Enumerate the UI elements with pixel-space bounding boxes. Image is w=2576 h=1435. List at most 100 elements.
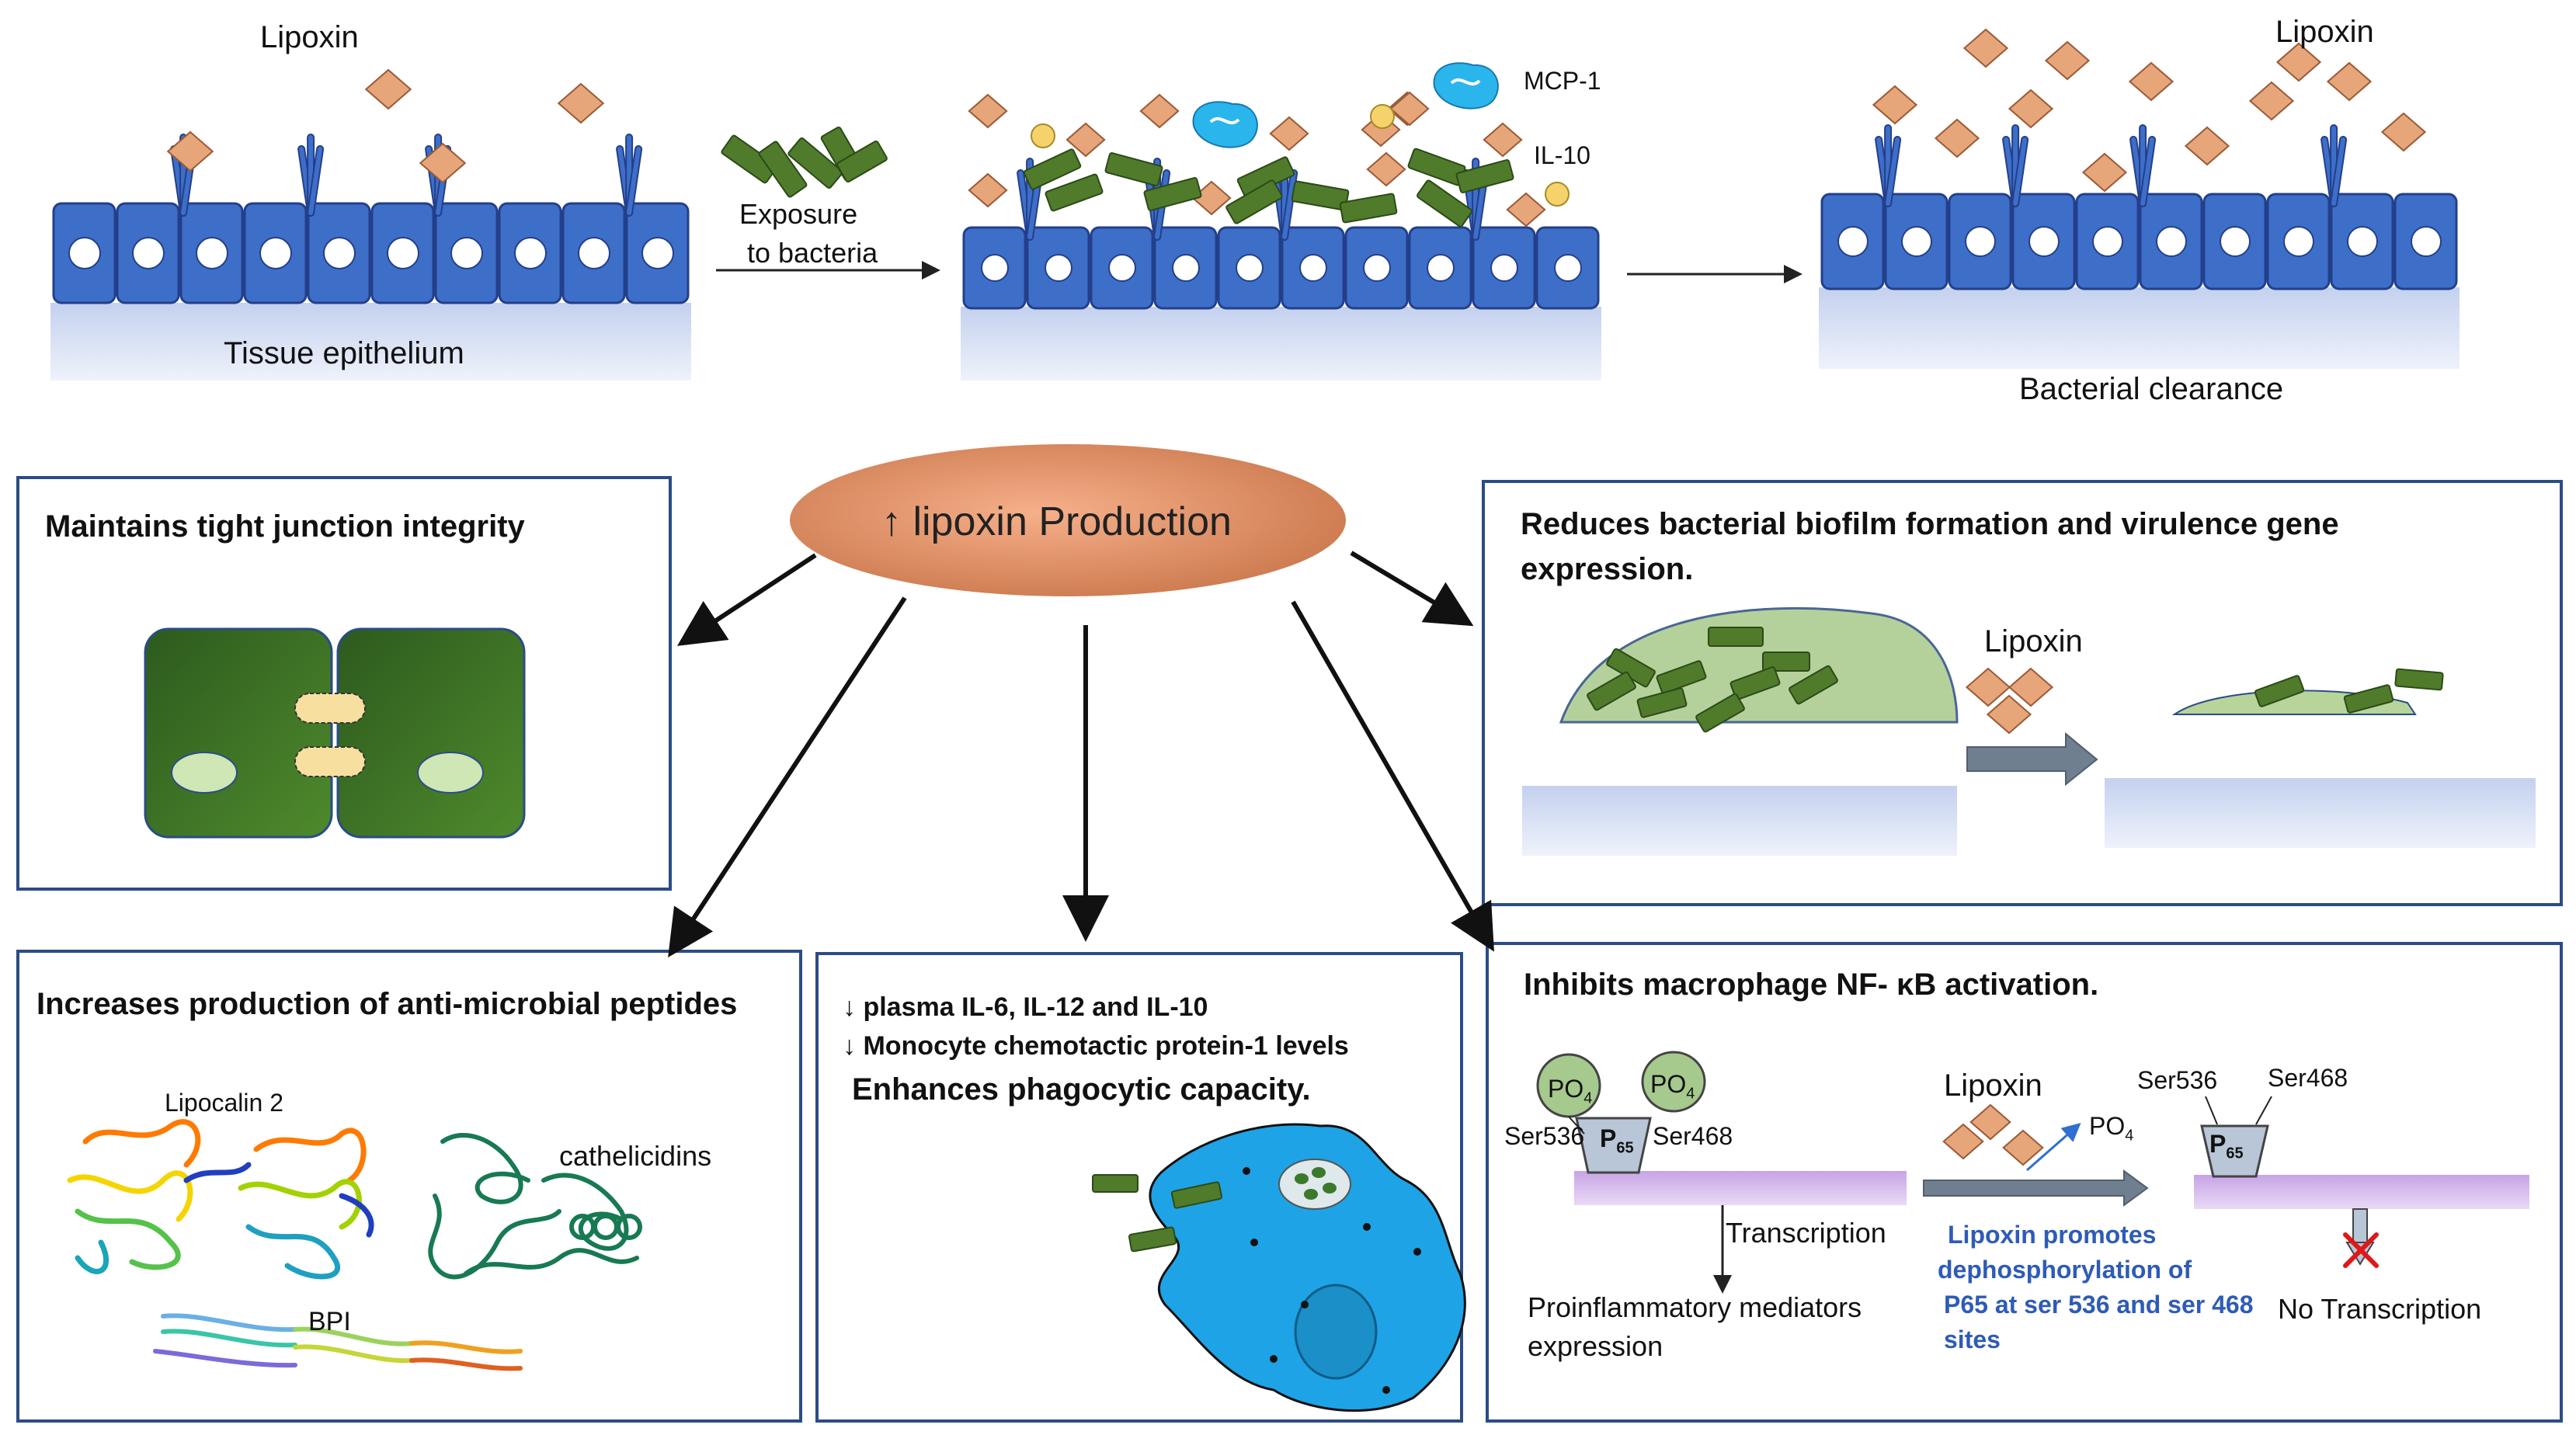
label-p65-left: P65 <box>1600 1124 1634 1157</box>
ser536-pointer-right <box>2205 1096 2218 1125</box>
phago-line-1: ↓ plasma IL-6, IL-12 and IL-10 <box>843 992 1208 1022</box>
mcp1-molecule <box>1433 62 1499 109</box>
ser468-pointer-right <box>2255 1096 2272 1125</box>
il10-molecule <box>1545 182 1570 207</box>
bacterium <box>1636 687 1688 718</box>
bacterium <box>1587 671 1636 711</box>
label-lipoxin-left: Lipoxin <box>260 20 359 54</box>
lipoxin-molecule <box>2002 1129 2044 1166</box>
label-ser468-left: Ser468 <box>1653 1122 1733 1150</box>
epithelial-cell <box>2393 193 2458 290</box>
cilia <box>1875 124 1902 207</box>
lipoxin-molecule <box>1389 91 1430 127</box>
lipoxin-molecule <box>1366 151 1406 187</box>
macrophage-cell <box>1149 1123 1466 1412</box>
biofilm-tissue-before <box>1522 786 1957 856</box>
epithelial-cell <box>2266 193 2331 290</box>
bacterium <box>1339 193 1398 224</box>
cilia <box>2320 124 2348 207</box>
caption-lipoxin-1: Lipoxin promotes <box>1948 1221 2157 1249</box>
arrow-to-antimicrobial <box>668 596 907 958</box>
label-bacterial-clearance: Bacterial clearance <box>2019 372 2284 406</box>
blocked-transcription-bar <box>2352 1208 2368 1245</box>
bacterium <box>1023 148 1082 190</box>
cilia <box>616 134 643 217</box>
epithelial-cell <box>1153 226 1218 310</box>
bacterium <box>1225 179 1283 224</box>
mcp1-molecule <box>1192 101 1258 148</box>
label-cathelicidins: cathelicidins <box>559 1140 712 1172</box>
bacterium <box>787 137 843 189</box>
epithelial-cell <box>561 202 626 304</box>
label-tissue-epithelium: Tissue epithelium <box>224 336 464 370</box>
epithelial-cell <box>52 202 116 304</box>
epithelium-cells-1 <box>52 134 690 304</box>
bacterium <box>1143 177 1202 211</box>
bacterium <box>2394 668 2444 691</box>
arrow-to-nfkb <box>1291 600 1494 952</box>
lipoxin-molecule <box>1934 118 1980 158</box>
mcp1-strand <box>1450 78 1481 86</box>
caption-lipoxin-3: P65 at ser 536 and ser 468 <box>1944 1291 2254 1319</box>
cilia <box>297 134 325 217</box>
epithelial-cell <box>370 202 435 304</box>
free-bacteria <box>1092 1174 1223 1253</box>
po4-release-arrow <box>2026 1123 2081 1172</box>
label-proinflammatory-1: Proinflammatory mediators <box>1528 1291 1862 1323</box>
nfkb-transition-arrow <box>1923 1169 2149 1207</box>
tissue-strip-2 <box>961 307 1601 380</box>
epithelial-cell <box>625 202 690 304</box>
arrow-to-biofilm <box>1350 551 1474 627</box>
label-proinflammatory-2: expression <box>1528 1330 1663 1362</box>
lipoxin-molecule <box>1962 28 2009 68</box>
biofilm-transition-arrow <box>1966 731 2098 787</box>
il10-molecule <box>1031 123 1055 148</box>
macrophage-granules <box>1243 1167 1421 1394</box>
bacterium <box>1656 660 1707 694</box>
title-nfkb: Inhibits macrophage NF- κB activation. <box>1524 968 2099 1002</box>
label-transcription: Transcription <box>1726 1217 1886 1249</box>
p65-right-shape <box>2200 1124 2269 1178</box>
cilia <box>2002 124 2029 207</box>
epithelial-cell <box>116 202 180 304</box>
label-lipoxin-right: Lipoxin <box>2275 15 2374 49</box>
lipoxin-molecule <box>1986 694 2032 735</box>
lipoxin-molecule <box>1139 93 1180 129</box>
cathelicidin-structure <box>428 1132 642 1280</box>
lipoxin-molecule <box>1969 1103 2011 1141</box>
epithelial-cell <box>1535 226 1600 310</box>
bacterium <box>721 134 778 184</box>
bacterium <box>1762 651 1810 672</box>
label-il10: IL-10 <box>1534 141 1590 169</box>
epithelial-cell <box>179 202 244 304</box>
lipoxin-molecule <box>1269 116 1309 151</box>
lipoxin-molecule <box>419 142 467 184</box>
label-ser536-left: Ser536 <box>1504 1122 1585 1150</box>
bacterium <box>1291 180 1350 211</box>
bacterium <box>1730 666 1781 700</box>
epithelial-cell <box>2075 193 2140 290</box>
epithelial-cell <box>1820 193 1885 290</box>
lipoxin-molecule <box>968 172 1008 208</box>
nucleus-left <box>171 752 238 794</box>
epithelial-cell <box>2011 193 2076 290</box>
phagosome-bacteria <box>1295 1167 1337 1200</box>
phagosome <box>1278 1159 1351 1210</box>
bacterium <box>1695 693 1745 733</box>
bacterium <box>758 141 808 198</box>
nucleus-right <box>417 752 484 794</box>
epithelial-cell <box>962 226 1027 310</box>
bacterium <box>1455 159 1514 193</box>
epithelial-cell <box>1090 226 1154 310</box>
epithelial-cell <box>243 202 308 304</box>
lipoxin-production-ellipse <box>790 444 1346 596</box>
lipoxin-molecule <box>364 68 412 110</box>
mcp1-strand <box>1209 116 1240 125</box>
lipoxin-molecule <box>2008 89 2054 129</box>
bacterium <box>1104 152 1163 186</box>
bacterium <box>1708 627 1764 647</box>
epithelial-cell <box>1408 226 1472 310</box>
phago-line-2: ↓ Monocyte chemotactic protein-1 levels <box>843 1031 1349 1061</box>
il10-molecule <box>1370 104 1395 129</box>
bpi-structure <box>153 1313 523 1371</box>
